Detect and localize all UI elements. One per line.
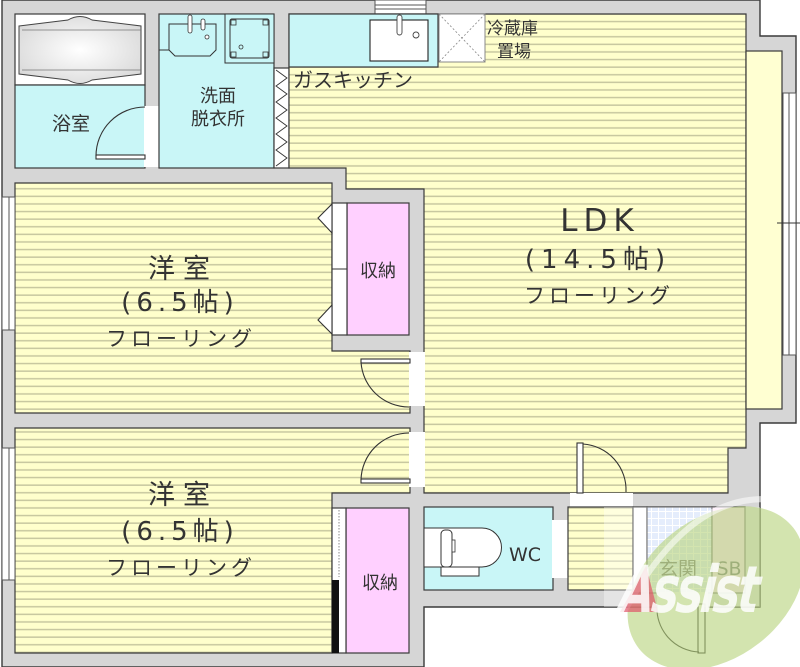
washroom: 洗面 脱衣所 (158, 13, 275, 169)
ldk-door (570, 442, 633, 507)
kitchen-counter: ガスキッチン (288, 13, 439, 92)
assist-watermark-logo: Assist (604, 496, 800, 667)
bedroom-1-size: (6.5帖) (121, 288, 239, 318)
bath-floor (14, 84, 146, 169)
bedroom-1-floor-type: フローリング (106, 327, 256, 351)
bathtub-icon (18, 16, 142, 84)
bedroom-2-closet: 収納 (331, 507, 410, 654)
fridge-space: 冷蔵庫 置場 (438, 13, 538, 63)
bedroom-1-closet: 収納 (317, 202, 410, 336)
fridge-label-2: 置場 (497, 42, 531, 62)
wc-room: WC (423, 506, 554, 591)
ldk-size: (14.5帖) (525, 245, 671, 275)
wc-label: WC (509, 544, 541, 566)
bedroom-2-size: (6.5帖) (121, 517, 239, 547)
ldk-floor-type: フローリング (524, 284, 674, 308)
bedroom-1-name: 洋室 (148, 254, 218, 285)
bedroom-2-storage-label: 収納 (362, 573, 398, 594)
kitchen-label: ガスキッチン (293, 68, 413, 92)
folding-door-icon (317, 303, 333, 336)
shelf-strip (273, 67, 290, 169)
bedroom-2: 洋室 (6.5帖) フローリング (1, 427, 411, 654)
bay-window-floor (745, 50, 783, 410)
hallway-floor (567, 506, 634, 591)
washroom-label-1: 洗面 (200, 86, 236, 107)
bath-door (95, 106, 160, 167)
bedroom-1-door (360, 352, 425, 408)
bathroom: 浴室 (14, 13, 146, 169)
fridge-label-1: 冷蔵庫 (487, 19, 538, 39)
washroom-label-2: 脱衣所 (191, 109, 245, 130)
ldk-name: LDK (560, 203, 639, 239)
kitchen-window (374, 0, 427, 15)
washing-machine-space-icon (224, 13, 275, 64)
bedroom-1-storage-label: 収納 (360, 261, 396, 282)
watermark-text: Assist (613, 553, 765, 628)
washbasin-icon (159, 23, 217, 57)
bath-label: 浴室 (52, 113, 90, 135)
folding-door-icon (317, 202, 333, 235)
ldk-window (777, 92, 800, 356)
bedroom-1: 洋室 (6.5帖) フローリング (1, 182, 411, 414)
bedroom-2-floor-type: フローリング (106, 556, 256, 580)
bedroom-2-name: 洋室 (148, 480, 218, 511)
toilet-icon (423, 527, 502, 577)
bedroom-2-door (360, 432, 425, 487)
